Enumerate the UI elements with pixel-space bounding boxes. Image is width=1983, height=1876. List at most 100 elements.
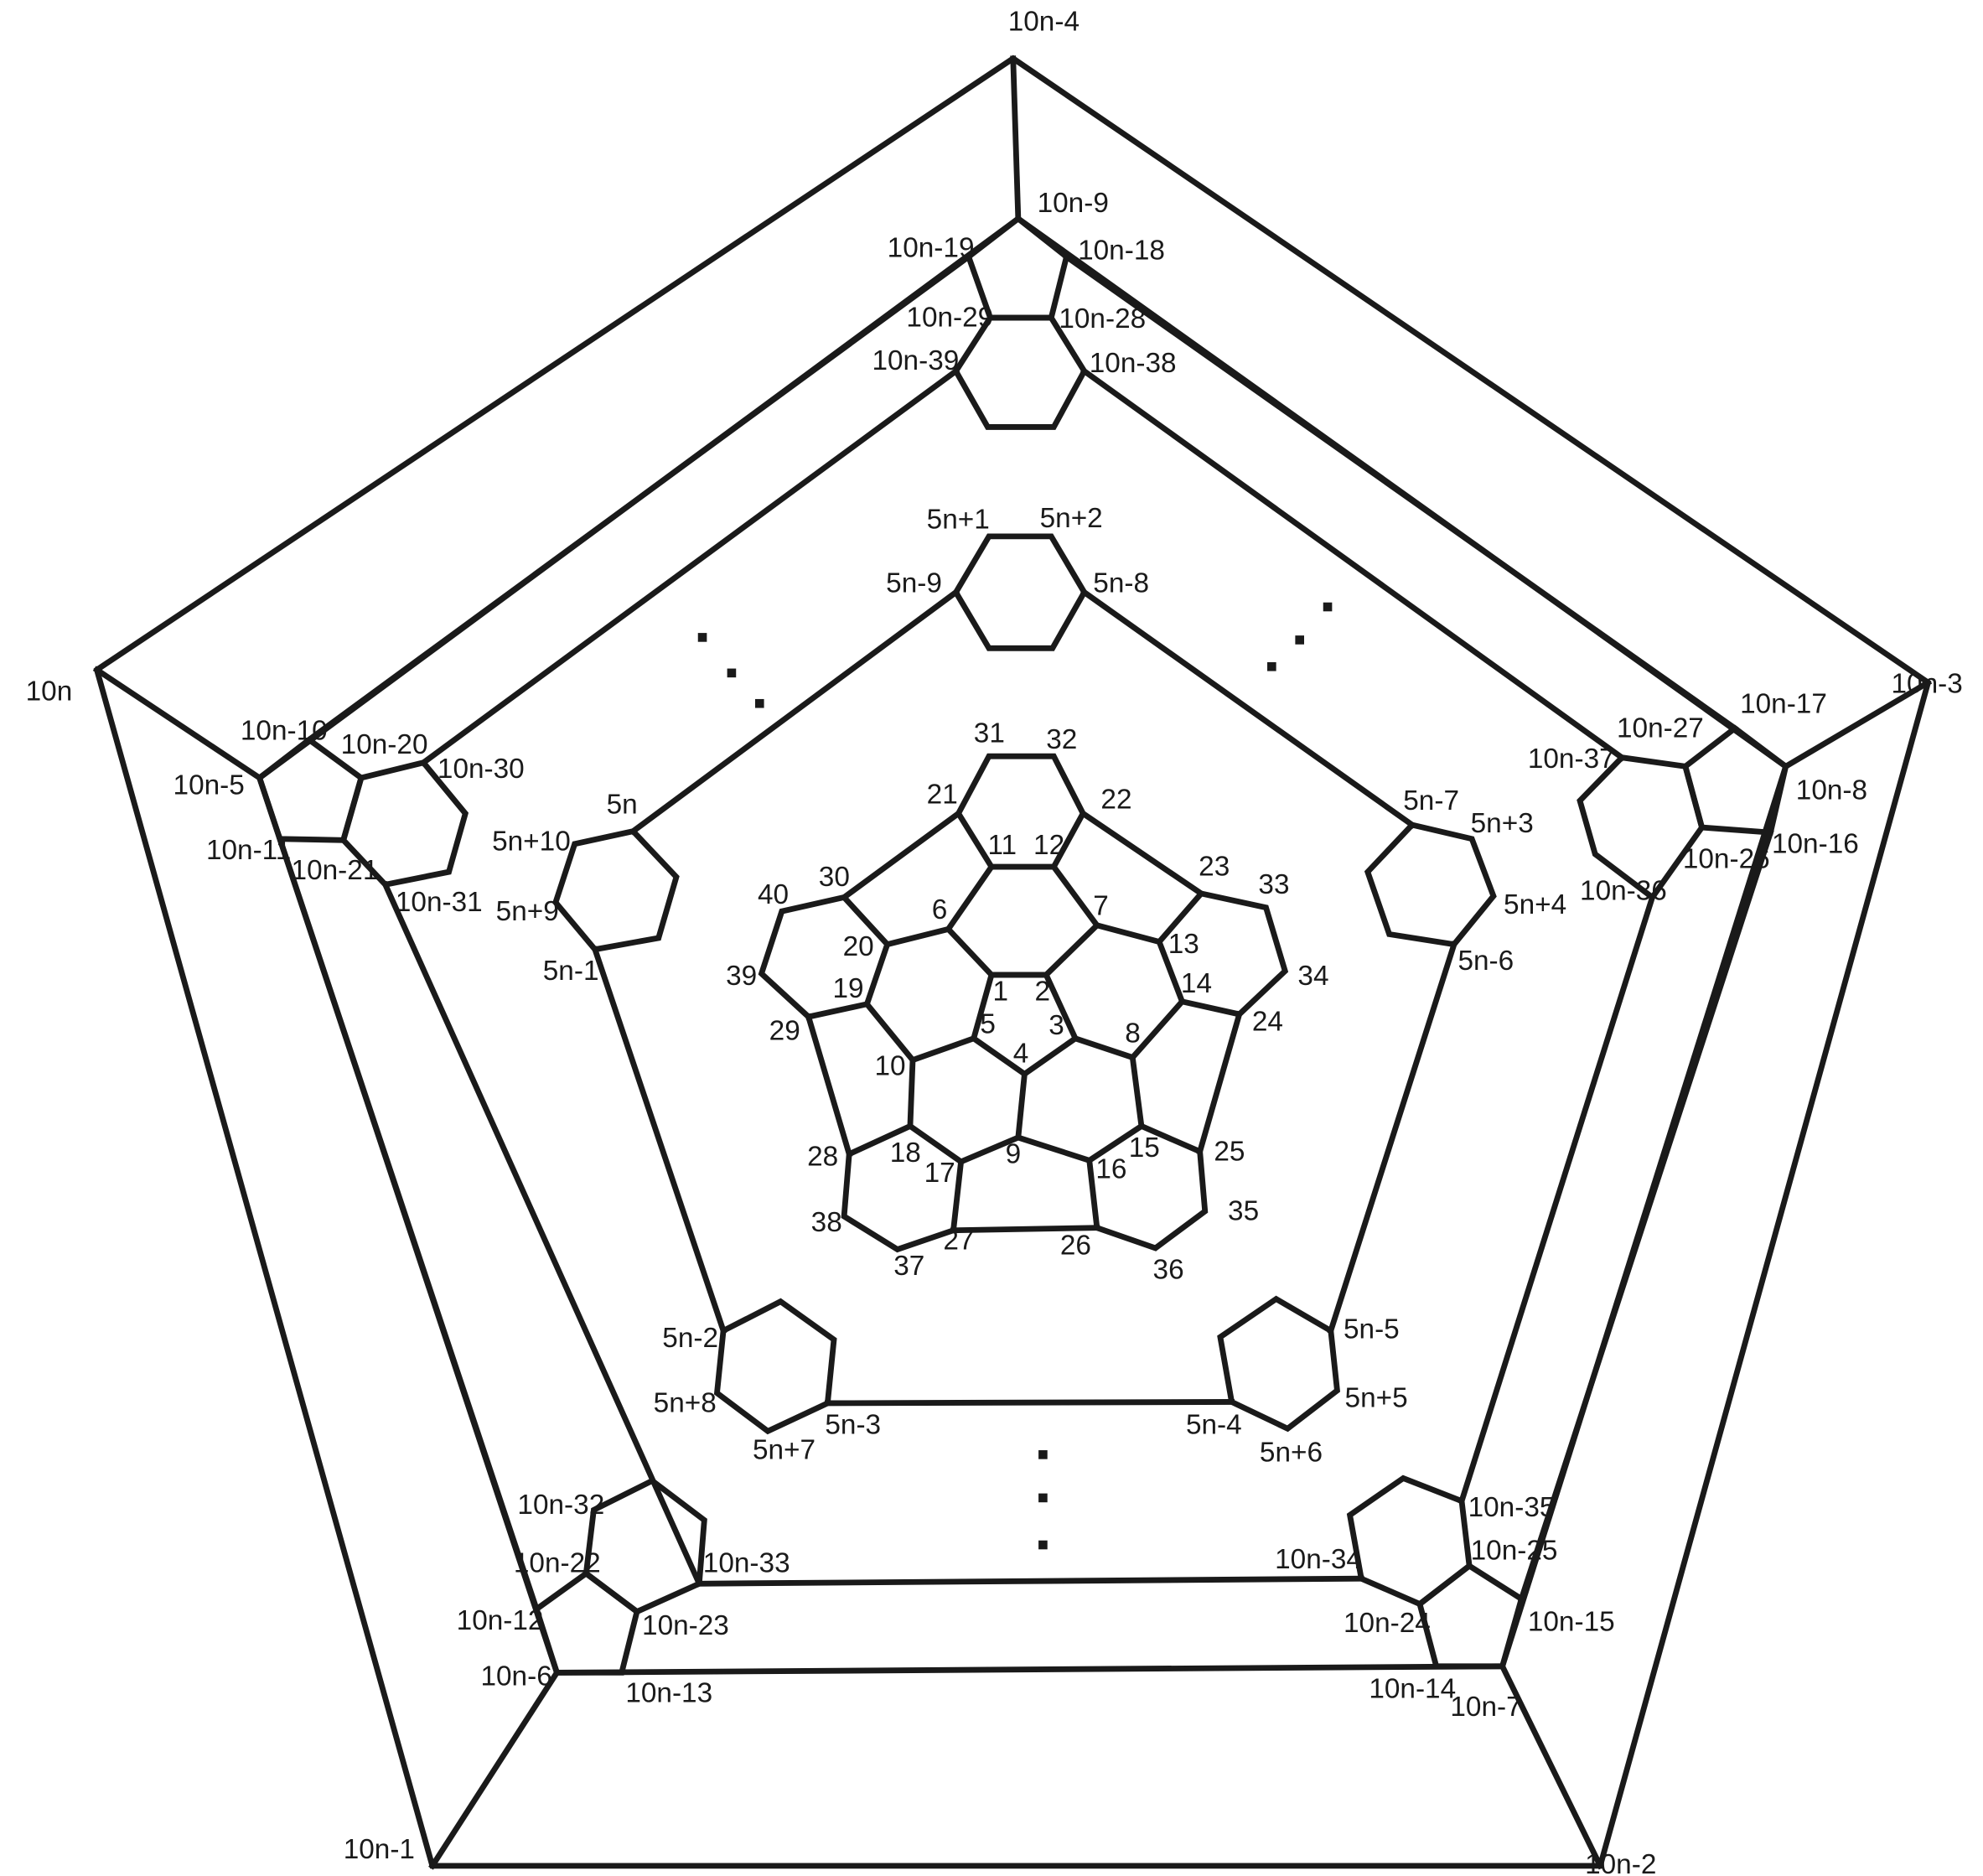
ring-edge-top: [255, 215, 1790, 782]
vertex-label: 27: [943, 1225, 974, 1256]
vertex-label: 5n+7: [753, 1435, 815, 1466]
vertex-label: 10n-5: [173, 770, 245, 801]
vertex-label: 10n-38: [1090, 348, 1177, 379]
vertex-label: 5n-7: [1403, 785, 1459, 816]
vertex-label: 10n: [26, 676, 73, 707]
middle-edge-top-left: [629, 588, 960, 836]
vertex-label: 10n-30: [438, 754, 525, 785]
left-inner-edge: [381, 880, 703, 1588]
inner-edge-6-20: [883, 925, 952, 948]
ellipsis-dot: [1038, 1540, 1048, 1550]
vertex-label: 10n-9: [1038, 188, 1109, 219]
inner-edge-24-25: [1196, 1010, 1243, 1155]
inner-ring-left-cap: [758, 894, 848, 1021]
vertex-label: 9: [1006, 1138, 1022, 1169]
middle-edge-left: [591, 946, 727, 1334]
vertex-label: 5n-3: [825, 1409, 881, 1440]
vertex-label: 10n-13: [625, 1677, 712, 1708]
vertex-label: 25: [1214, 1136, 1245, 1167]
vertex-label: 26: [1060, 1231, 1091, 1262]
vertex-label: 29: [769, 1015, 800, 1046]
right-inner-edge: [1457, 894, 1656, 1505]
vertex-label: 10n-20: [341, 729, 428, 760]
bottom-left-hexagon: [582, 1477, 707, 1615]
vertex-label: 5n+6: [1260, 1438, 1323, 1469]
vertex-label: 10n-6: [480, 1661, 551, 1692]
ellipsis-dot: [1038, 1493, 1048, 1503]
vertex-label: 5n+2: [1040, 503, 1103, 534]
middle-hexagon-right: [1364, 821, 1497, 948]
vertex-label: 10n-32: [517, 1490, 604, 1521]
inner-ring-top-caps: [954, 753, 1087, 818]
vertex-label: 24: [1252, 1007, 1283, 1038]
vertex-label: 10n-37: [1528, 744, 1615, 775]
vertex-label: 6: [932, 894, 948, 925]
vertex-label: 10n-10: [241, 715, 328, 746]
vertex-label: 5n+9: [496, 896, 559, 927]
ellipsis-dot: [727, 668, 737, 678]
vertex-label: 5n-5: [1344, 1314, 1400, 1345]
vertex-label: 5n+1: [927, 505, 990, 536]
vertex-label: 10n-31: [396, 887, 483, 918]
vertex-label: 23: [1199, 852, 1230, 883]
top-inner-edge-right: [1080, 366, 1626, 762]
vertex-label: 10n-7: [1450, 1692, 1521, 1723]
vertex-label: 5n-1: [543, 956, 599, 987]
bottom-inner-edge: [696, 1575, 1364, 1587]
ellipsis-dot: [754, 698, 764, 708]
vertex-label: 5n+5: [1345, 1383, 1408, 1414]
vertex-label: 10n-15: [1528, 1606, 1615, 1637]
vertex-label: 4: [1013, 1039, 1029, 1070]
vertex-label: 10n-33: [703, 1548, 790, 1579]
vertex-label: 38: [811, 1207, 842, 1238]
vertex-label: 1: [993, 976, 1009, 1007]
vertex-label: 10n-17: [1740, 689, 1827, 720]
ellipsis-dot: [1323, 602, 1333, 612]
vertex-label: 10n-11: [206, 835, 291, 866]
vertex-label: 10n-14: [1369, 1674, 1456, 1705]
vertex-label: 5n+8: [654, 1388, 717, 1419]
inner-ring-right-cap: [1178, 889, 1289, 1018]
top-ring-edge-left: [305, 252, 973, 744]
vertex-label: 33: [1258, 869, 1289, 900]
vertex-label: 10n-2: [1585, 1849, 1656, 1876]
ellipsis-dot: [1267, 661, 1276, 671]
vertex-label: 10n-22: [514, 1548, 601, 1579]
middle-vertex-labels: 5n+1 5n+2 5n-9 5n-8 5n 5n+10 5n+9 5n-1 5…: [492, 503, 1566, 1468]
middle-hexagon-top: [952, 533, 1088, 651]
vertex-label: 10n-39: [872, 345, 959, 376]
vertex-label: 10n-24: [1344, 1608, 1431, 1639]
vertex-label: 22: [1100, 784, 1131, 815]
inner-edge-27-26: [950, 1225, 1100, 1234]
outer-vertex-labels: 10n-4 10n 10n-3 10n-1 10n-2: [26, 6, 1963, 1876]
left-hexagon: [339, 759, 469, 889]
vertex-label: 5n+10: [492, 826, 571, 857]
vertex-label: 10n-8: [1796, 775, 1867, 806]
vertex-label: 10: [875, 1051, 906, 1082]
vertex-label: 13: [1168, 929, 1199, 960]
vertex-label: 8: [1125, 1018, 1141, 1049]
vertex-label: 5n: [607, 789, 638, 820]
middle-hexagon-bottom-left: [713, 1298, 837, 1435]
vertex-label: 19: [832, 973, 863, 1004]
vertex-label: 10n-3: [1892, 668, 1963, 699]
top-ring-edge-right: [1062, 252, 1739, 733]
middle-edge-bottom: [824, 1399, 1235, 1407]
spoke-bottom-left: [428, 1668, 562, 1870]
vertex-label: 10n-29: [906, 303, 993, 334]
vertex-label: 31: [974, 718, 1005, 749]
vertex-label: 10n-25: [1471, 1535, 1558, 1566]
vertex-label: 18: [890, 1138, 921, 1169]
vertex-label: 10n-1: [344, 1834, 415, 1865]
inner-ring-left: [805, 1001, 978, 1064]
vertex-label: 10n-35: [1468, 1492, 1556, 1523]
inner-vertex-labels: 1 2 3 4 5 6 7 8 9 10 11 12 13 14 15 16 1…: [726, 718, 1328, 1285]
graph-edges: [92, 54, 1933, 1870]
vertex-label: 12: [1033, 830, 1064, 861]
ellipsis-dot: [697, 633, 707, 642]
vertex-label: 40: [758, 879, 789, 910]
vertex-label: 5n+4: [1504, 889, 1566, 920]
inner-edge-7-13: [1093, 921, 1163, 946]
ring-edge-bottom: [554, 1663, 1505, 1676]
